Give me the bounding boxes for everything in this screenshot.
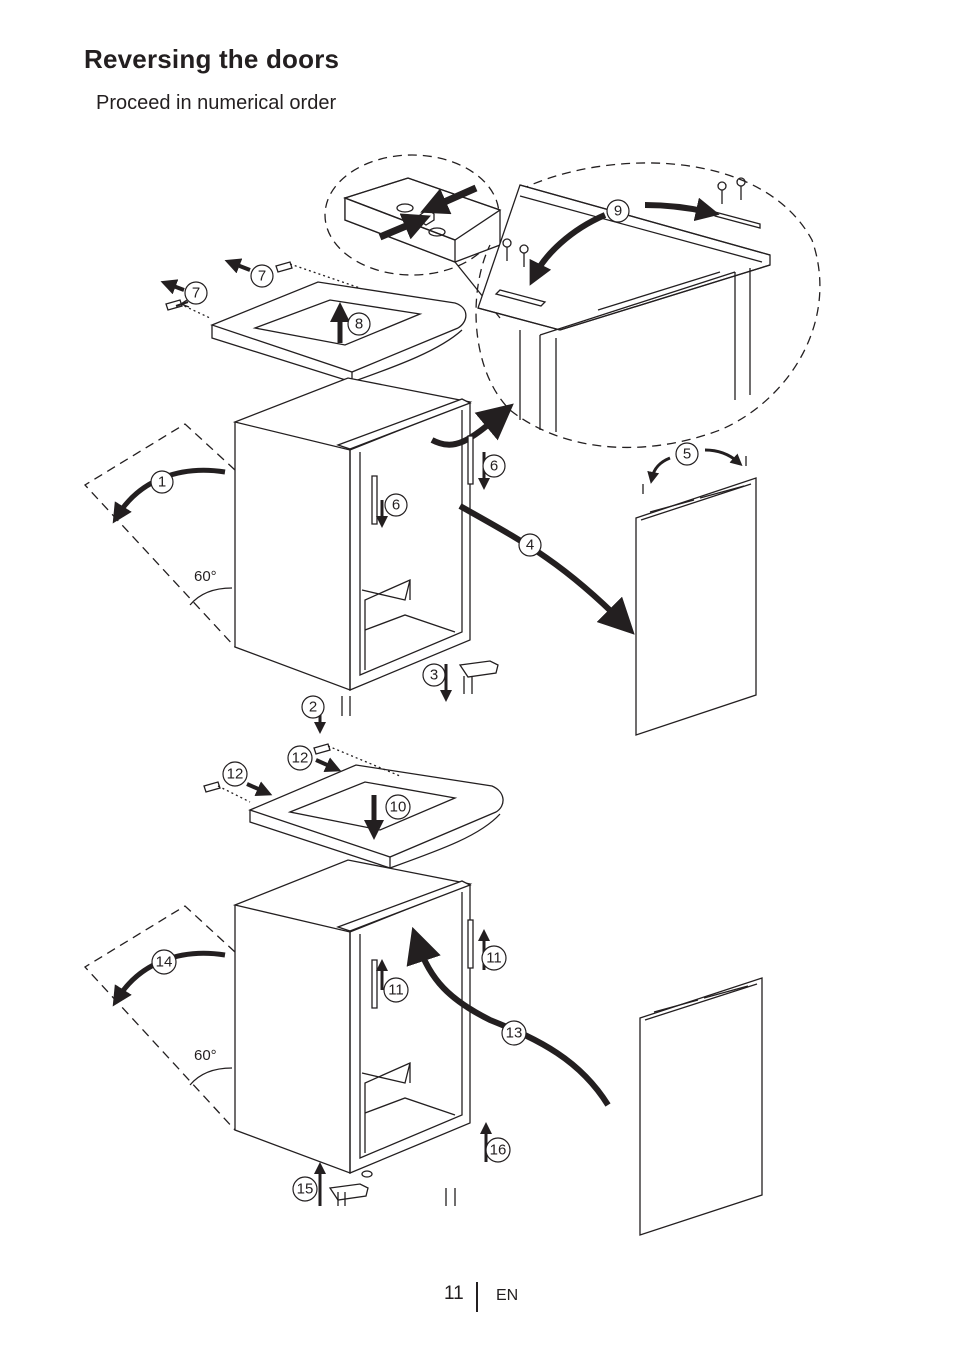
cabinet-lower — [83, 859, 611, 1206]
step-label-8: 8 — [355, 316, 363, 333]
step-label-5: 5 — [683, 446, 691, 463]
page-subtitle: Proceed in numerical order — [96, 92, 337, 114]
step-label-7a: 7 — [192, 285, 200, 302]
step-label-3: 3 — [430, 667, 438, 684]
step-label-11a: 11 — [486, 950, 502, 967]
footer-divider — [476, 1282, 478, 1312]
page-title: Reversing the doors — [84, 44, 340, 74]
angle-label-lower: 60° — [194, 1047, 217, 1064]
step-label-16: 16 — [490, 1142, 507, 1159]
step-label-4: 4 — [526, 537, 534, 554]
step-label-1: 1 — [158, 474, 166, 491]
step-label-14: 14 — [156, 954, 173, 971]
step-label-6a: 6 — [392, 497, 400, 514]
step-label-11b: 11 — [388, 982, 404, 999]
step-label-2: 2 — [309, 699, 317, 716]
detail-circle-small — [324, 154, 549, 319]
step-label-12a: 12 — [292, 750, 309, 767]
angle-label-upper: 60° — [194, 568, 217, 585]
top-cover-upper — [160, 258, 467, 383]
detail-circle-large — [475, 162, 821, 449]
step-label-10: 10 — [390, 799, 407, 816]
step-label-6b: 6 — [490, 458, 498, 475]
top-cover-lower — [203, 743, 504, 869]
step-numbers: 1 2 3 4 5 6 6 7 7 8 9 10 11 11 12 12 13 … — [156, 203, 692, 1198]
step-label-7b: 7 — [258, 268, 266, 285]
door-lower — [639, 977, 763, 1236]
step-label-15: 15 — [297, 1181, 314, 1198]
step-label-12b: 12 — [227, 766, 244, 783]
step-label-13: 13 — [506, 1025, 523, 1042]
page-number: 11 — [444, 1283, 464, 1304]
step-markers — [150, 199, 699, 1202]
step-label-9: 9 — [614, 203, 622, 220]
cabinet-upper — [83, 377, 514, 734]
language-code: EN — [496, 1287, 519, 1304]
door-removed — [458, 448, 757, 736]
